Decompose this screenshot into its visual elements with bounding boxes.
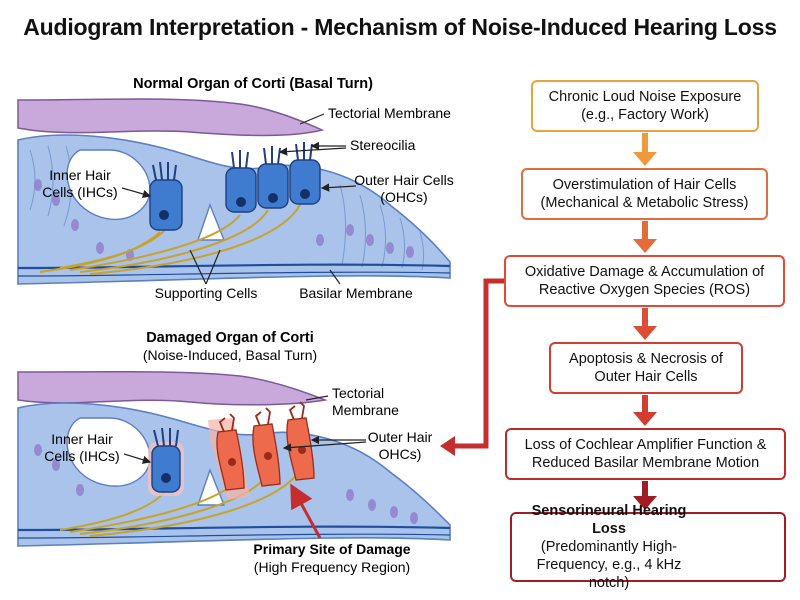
flow-step-5-line2: Reduced Basilar Membrane Motion <box>531 455 760 471</box>
label-d-ohc-2: OHCs) <box>379 446 422 462</box>
label-d-tectorial-2: Membrane <box>332 402 399 418</box>
flow-step-4-line1: Apoptosis & Necrosis of <box>569 351 723 367</box>
label-ihc-line1: Inner Hair <box>49 167 111 183</box>
label-basilar-membrane: Basilar Membrane <box>299 285 413 301</box>
damaged-stereocilia <box>218 401 305 433</box>
damaged-organ <box>17 370 451 547</box>
label-ohc-line2: (OHCs) <box>380 189 427 205</box>
damaged-labels: Tectorial Membrane Inner Hair Cells (IHC… <box>44 385 432 575</box>
label-ihc-line2: Cells (IHCs) <box>42 184 117 200</box>
damaged-inner-hair-cell <box>151 445 181 493</box>
label-damage-site-1: Primary Site of Damage <box>253 541 410 557</box>
normal-tectorial-membrane <box>17 98 325 137</box>
flow-step-1-line2: (e.g., Factory Work) <box>581 107 709 123</box>
normal-basilar-membrane <box>17 263 451 270</box>
normal-labels: Tectorial Membrane Stereocilia Inner Hai… <box>42 105 454 301</box>
normal-nerve-fibers <box>39 204 301 275</box>
label-d-ihc-2: Cells (IHCs) <box>44 448 119 464</box>
flow-step-3-line2: Reactive Oxygen Species (ROS) <box>538 282 751 298</box>
damaged-tectorial-membrane <box>17 370 328 406</box>
label-supporting-cells: Supporting Cells <box>155 285 258 301</box>
normal-inner-hair-cell <box>149 179 183 231</box>
branch-arrow <box>452 278 504 449</box>
flow-step-2-line1: Overstimulation of Hair Cells <box>552 177 737 193</box>
flow-step-6-line2: (Predominantly High- <box>540 539 678 555</box>
normal-organ <box>17 98 451 285</box>
damaged-heading-2: (Noise-Induced, Basal Turn) <box>143 347 317 363</box>
flow-step-1-line1: Chronic Loud Noise Exposure <box>548 89 742 105</box>
flow-step-6-line3: Frequency, e.g., 4 kHz notch) <box>536 557 682 591</box>
label-ohc-line1: Outer Hair Cells <box>354 172 454 188</box>
label-stereocilia: Stereocilia <box>350 137 416 153</box>
label-damage-site-2: (High Frequency Region) <box>254 559 410 575</box>
page-title: Audiogram Interpretation - Mechanism of … <box>23 14 777 40</box>
label-tectorial-membrane: Tectorial Membrane <box>328 105 451 121</box>
normal-outer-hair-cells <box>225 159 321 213</box>
label-d-ihc-1: Inner Hair <box>51 431 113 447</box>
flow-step-noise-exposure: Chronic Loud Noise Exposure (e.g., Facto… <box>531 80 759 132</box>
normal-inner-sulcus <box>66 149 151 221</box>
flow-step-hearing-loss: Sensorineural Hearing Loss (Predominantl… <box>510 503 786 591</box>
flow-step-overstimulation: Overstimulation of Hair Cells (Mechanica… <box>521 168 768 220</box>
flow-step-4-line2: Outer Hair Cells <box>594 369 698 385</box>
damaged-outer-hair-cells <box>216 417 315 491</box>
normal-heading: Normal Organ of Corti (Basal Turn) <box>133 76 373 92</box>
flow-step-amplifier-loss: Loss of Cochlear Amplifier Function & Re… <box>505 428 786 480</box>
flow-step-6-line1: Sensorineural Hearing Loss <box>531 503 687 537</box>
flow-step-3-line1: Oxidative Damage & Accumulation of <box>524 264 765 280</box>
flow-step-oxidative-damage: Oxidative Damage & Accumulation of React… <box>504 255 785 307</box>
label-d-ohc-1: Outer Hair <box>368 429 433 445</box>
damage-site-arrow <box>290 483 322 539</box>
damaged-heading-1: Damaged Organ of Corti <box>146 330 314 346</box>
flow-arrows <box>440 133 657 510</box>
flow-step-2-line2: (Mechanical & Metabolic Stress) <box>540 195 749 211</box>
flow-step-5-line1: Loss of Cochlear Amplifier Function & <box>524 437 767 453</box>
label-d-tectorial-1: Tectorial <box>332 385 384 401</box>
flow-step-apoptosis: Apoptosis & Necrosis of Outer Hair Cells <box>549 342 743 394</box>
